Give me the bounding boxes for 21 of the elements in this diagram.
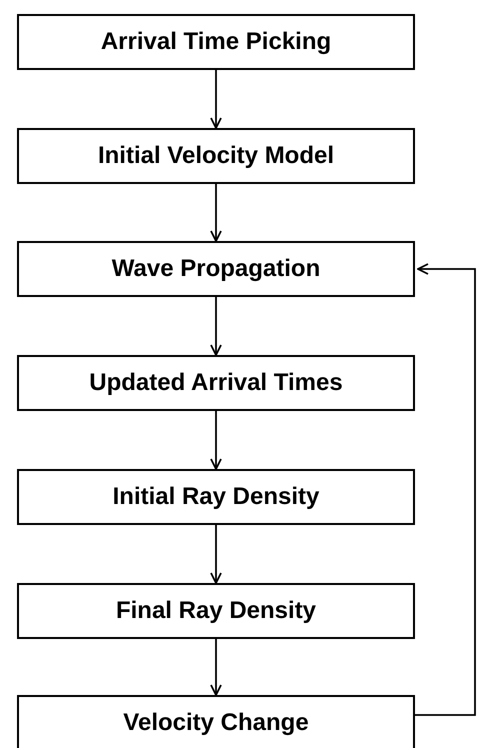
box-label: Initial Velocity Model — [98, 142, 334, 170]
process-box — [17, 128, 415, 184]
box-label: Updated Arrival Times — [89, 369, 343, 397]
arrow — [210, 184, 222, 242]
process-box — [17, 695, 415, 748]
arrow — [210, 639, 222, 696]
box-label: Wave Propagation — [112, 255, 320, 283]
process-box — [17, 241, 415, 297]
arrow — [210, 297, 222, 356]
box-label: Arrival Time Picking — [100, 28, 332, 56]
arrow — [210, 411, 222, 470]
arrow — [210, 70, 222, 129]
process-box — [17, 583, 415, 639]
arrow — [210, 525, 222, 584]
process-box — [17, 355, 415, 411]
box-label: Initial Ray Density — [112, 483, 320, 511]
box-label: Final Ray Density — [116, 597, 316, 625]
process-box — [17, 14, 415, 70]
box-label: Velocity Change — [123, 709, 309, 737]
arrow — [415, 263, 476, 716]
process-box — [17, 469, 415, 525]
